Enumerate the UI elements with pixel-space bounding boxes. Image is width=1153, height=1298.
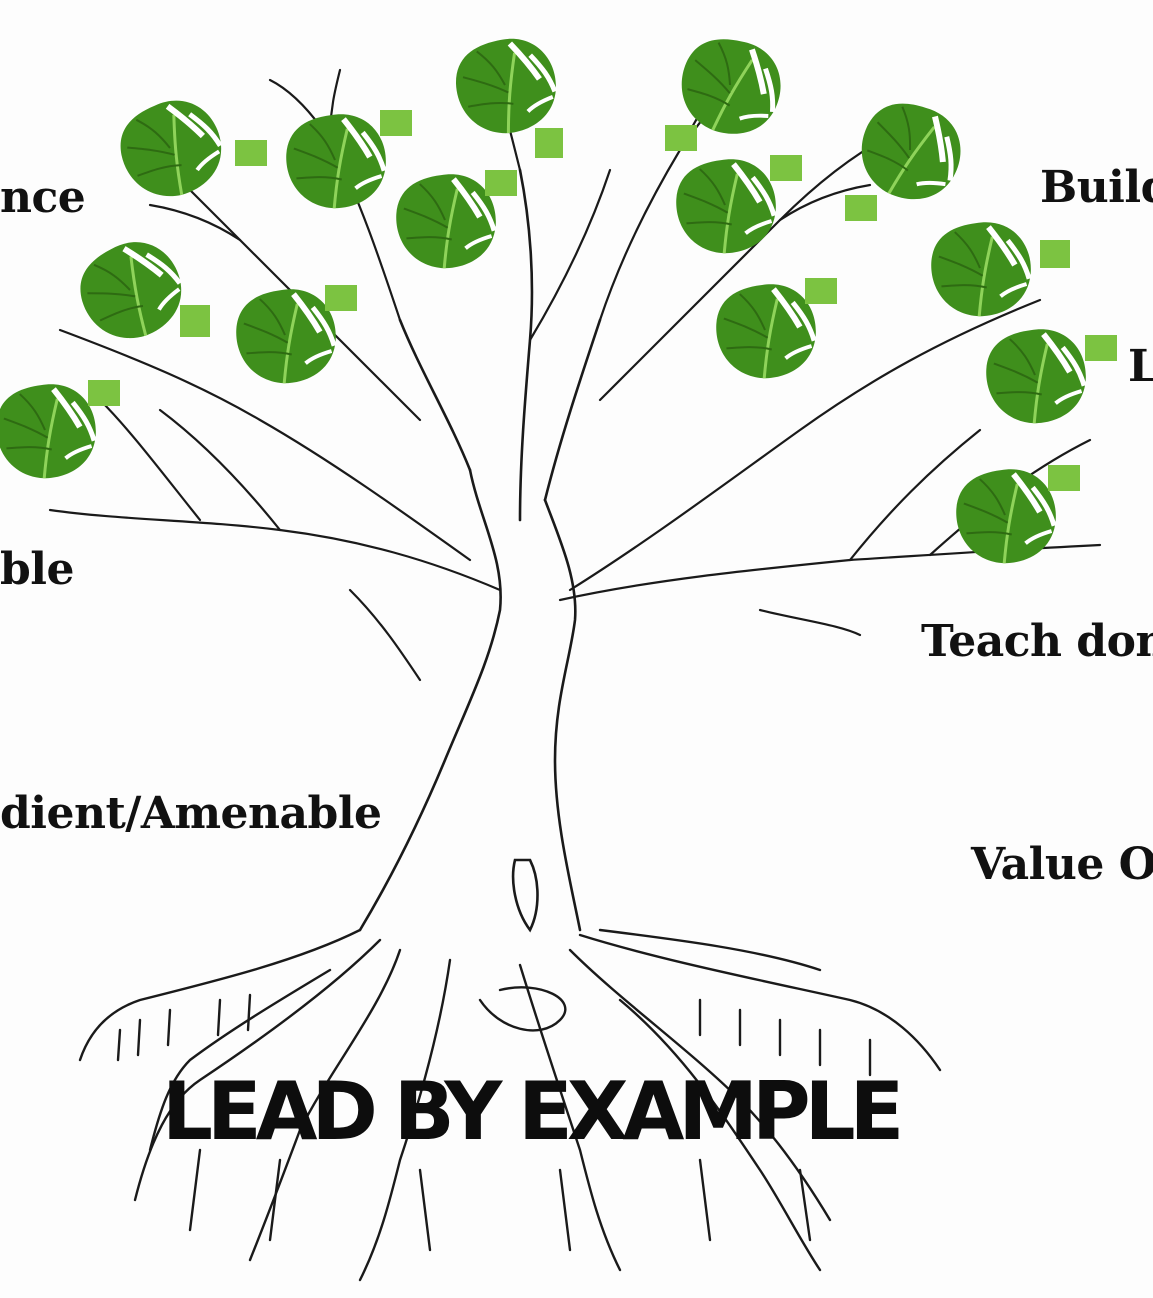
monstera-leaf-icon [928, 219, 1035, 321]
monstera-leaf-icon [449, 32, 563, 141]
trait-label-build: Build [1040, 162, 1153, 213]
trait-label-influence: nce [0, 172, 86, 223]
leaf-sprouts [88, 110, 1117, 491]
monstera-leaf-icon [393, 171, 500, 273]
trait-label-obedient: dient/Amenable [0, 788, 382, 839]
trait-label-value: Value Of [971, 839, 1153, 890]
monstera-leaf-icon [283, 111, 390, 213]
monstera-leaf-icon [713, 281, 820, 383]
monstera-leaf-icon [233, 286, 340, 388]
trait-label-l: L [1128, 341, 1153, 392]
monstera-leaf-icon [848, 91, 973, 213]
trait-label-teach: Teach don [921, 616, 1153, 667]
monstera-leaf-icon [67, 228, 197, 355]
tree-trunk [358, 168, 602, 933]
monstera-leaf-icon [109, 88, 234, 210]
monstera-leaf-icon [673, 156, 780, 258]
root-banner-lead-by-example: LEAD BY EXAMPLE [162, 1065, 904, 1158]
monstera-leaf-icon [0, 381, 100, 483]
monstera-leaf-icon [983, 326, 1090, 428]
leaf-cluster [0, 29, 1090, 568]
tree-roots [78, 928, 942, 1282]
trait-label-ble: ble [0, 544, 74, 595]
